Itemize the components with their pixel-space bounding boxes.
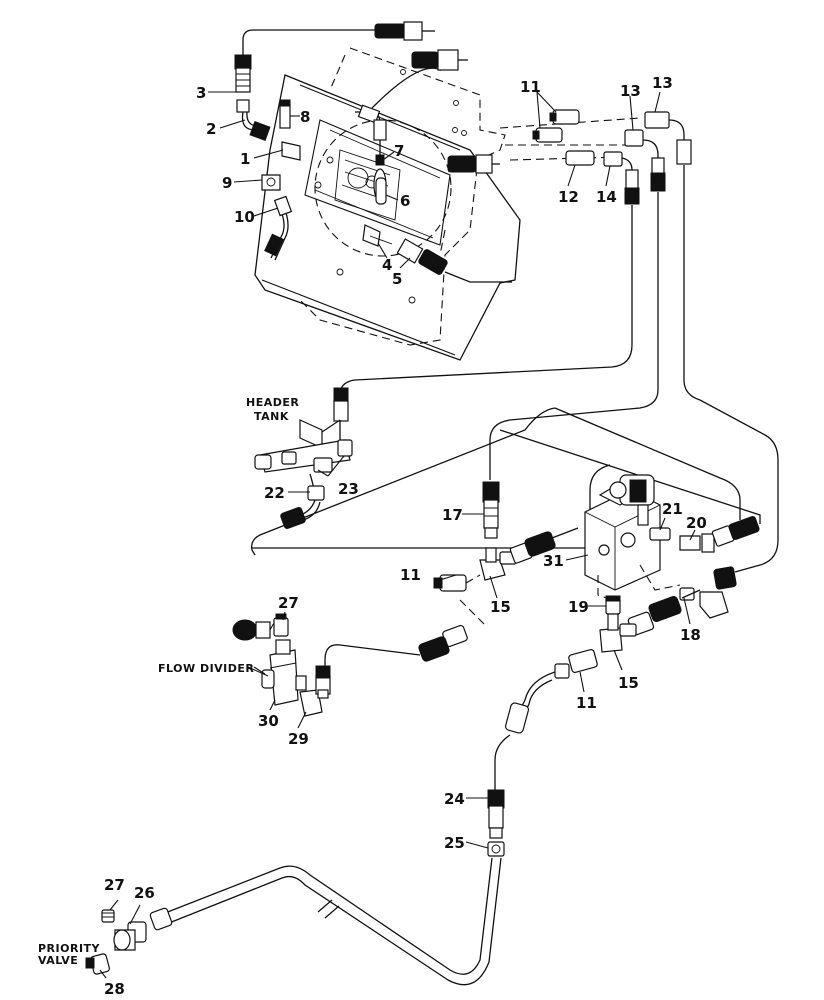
callout-24: 24 <box>444 790 465 808</box>
callout-7: 7 <box>394 142 404 160</box>
flow-divider-assembly <box>232 613 331 717</box>
callout-11-mid: 11 <box>400 566 421 584</box>
upper-right-fittings <box>499 109 692 205</box>
callout-31: 31 <box>543 552 564 570</box>
callout-30: 30 <box>258 712 279 730</box>
callout-27-top: 27 <box>278 594 299 612</box>
callout-29: 29 <box>288 730 309 748</box>
callout-13-left: 13 <box>620 82 641 100</box>
leader-lines <box>99 91 696 979</box>
middle-fittings <box>324 481 579 680</box>
callout-20: 20 <box>686 514 707 532</box>
callout-23: 23 <box>338 480 359 498</box>
main-valve-block <box>254 47 521 361</box>
rigid-pipe-assembly <box>85 857 502 986</box>
callout-12: 12 <box>558 188 579 206</box>
callout-11-top: 11 <box>520 78 541 96</box>
callout-18: 18 <box>680 626 701 644</box>
header-tank-caption-line2: TANK <box>254 410 289 423</box>
callout-1: 1 <box>240 150 250 168</box>
header-tank-assembly <box>254 419 353 529</box>
priority-valve-caption-line2: VALVE <box>38 954 78 967</box>
callout-5: 5 <box>392 270 402 288</box>
lower-fittings <box>487 595 637 857</box>
callout-11-lower: 11 <box>576 694 597 712</box>
long-hoses <box>251 165 779 573</box>
priority-valve-caption-line1: PRIORITY <box>38 942 101 955</box>
callout-28: 28 <box>104 980 125 998</box>
callout-9: 9 <box>222 174 232 192</box>
callout-3: 3 <box>196 84 206 102</box>
callout-4: 4 <box>382 256 392 274</box>
callout-15-lower: 15 <box>618 674 639 692</box>
callout-8: 8 <box>300 108 310 126</box>
valve-block-31 <box>584 474 760 636</box>
callout-22: 22 <box>264 484 285 502</box>
callout-labels: 3 2 1 8 9 10 7 6 4 5 11 13 13 12 14 23 2… <box>38 74 707 998</box>
callout-14: 14 <box>596 188 617 206</box>
callout-13-right: 13 <box>652 74 673 92</box>
callout-19: 19 <box>568 598 589 616</box>
header-tank-caption-line1: HEADER <box>246 396 299 409</box>
flow-divider-caption: FLOW DIVIDER <box>158 662 254 675</box>
callout-17: 17 <box>442 506 463 524</box>
callout-15-mid: 15 <box>490 598 511 616</box>
callout-2: 2 <box>206 120 216 138</box>
callout-25: 25 <box>444 834 465 852</box>
callout-27-bottom: 27 <box>104 876 125 894</box>
callout-10: 10 <box>234 208 255 226</box>
callout-6: 6 <box>400 192 410 210</box>
upper-hose-assembly <box>234 21 512 283</box>
callout-21: 21 <box>662 500 683 518</box>
callout-26: 26 <box>134 884 155 902</box>
